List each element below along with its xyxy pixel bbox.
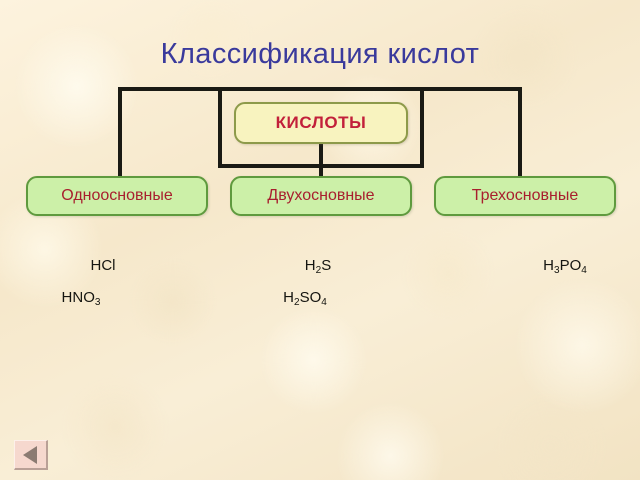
connector-box-right-edge: [420, 87, 424, 168]
diagram-node-dibasic: Двухосновные: [230, 176, 412, 216]
diagram-node-tribasic: Трехосновные: [434, 176, 616, 216]
formula-item: HNO3: [61, 289, 101, 308]
diagram-node-monobasic-label: Одноосновные: [61, 187, 173, 204]
formula-column-tribasic: H3PO4: [434, 258, 616, 276]
connector-top-horizontal: [118, 87, 522, 91]
formula-item: H2S: [304, 257, 332, 276]
page-title: Классификация кислот: [160, 38, 480, 70]
back-button[interactable]: [14, 440, 48, 470]
diagram-node-root: КИСЛОТЫ: [234, 102, 408, 144]
formula-column-monobasic: HCl HNO3: [26, 258, 208, 308]
connector-right-vertical: [518, 87, 522, 176]
diagram-node-tribasic-label: Трехосновные: [471, 187, 579, 204]
diagram-node-root-label: КИСЛОТЫ: [275, 113, 367, 132]
triangle-left-icon: [22, 445, 37, 464]
formula-item: H3PO4: [543, 257, 587, 276]
formula-item: H2SO4: [283, 289, 327, 308]
connector-box-left-edge: [218, 87, 222, 168]
connector-left-vertical: [118, 87, 122, 176]
formula-column-dibasic: H2S H2SO4: [230, 257, 412, 308]
connector-center-vertical: [319, 142, 323, 178]
diagram-node-dibasic-label: Двухосновные: [267, 187, 375, 204]
diagram-node-monobasic: Одноосновные: [26, 176, 208, 216]
formula-item: HCl: [90, 257, 116, 274]
